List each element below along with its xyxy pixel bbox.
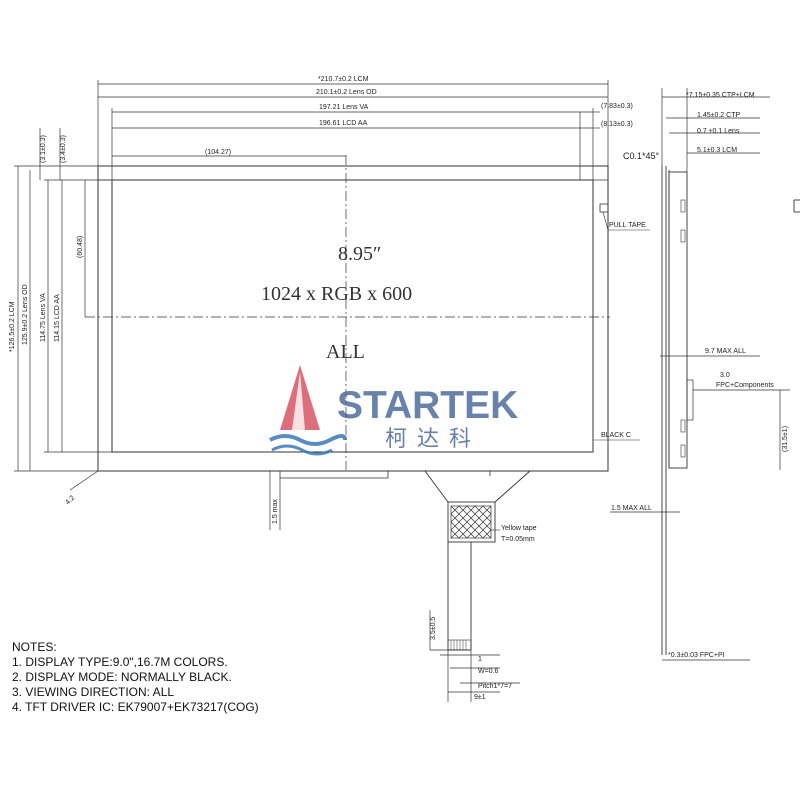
notes-title: NOTES: [12, 640, 57, 654]
note-item: 2. DISPLAY MODE: NORMALLY BLACK. [12, 670, 232, 684]
dim-chamfer: C0.1*45° [623, 151, 660, 161]
dim-pin-w: W=0.6 [478, 668, 499, 675]
dim-lens-va-height: 114.75 Lens VA [40, 293, 47, 342]
dim-va-offset: (7.83±0.3) [601, 103, 633, 110]
dim-lens-thickness: 0.7 ±0.1 Lens [697, 128, 740, 135]
dim-fpc-width: 9±1 [474, 694, 486, 701]
dim-center-y: (60.48) [77, 236, 84, 258]
side-dimension-lines [610, 88, 790, 661]
watermark-brand: STARTEK [337, 384, 518, 427]
dim-left-offset-a: (3.1±0.3) [40, 135, 47, 163]
dim-bottom-max: 1.5 max [272, 499, 279, 524]
dim-pin-1: 1 [478, 656, 482, 663]
dim-left-offset-b: (3.4±0.3) [60, 135, 67, 163]
front-view [85, 155, 610, 479]
callout-pull-tape: PULL TAPE [609, 222, 646, 229]
dim-aa-offset: (8.13±0.3) [601, 121, 633, 128]
left-dimension-lines [14, 128, 112, 491]
note-item: 4. TFT DRIVER IC: EK79007+EK73217(COG) [12, 700, 259, 714]
dim-side-31-5: (31.5±1) [782, 426, 789, 452]
dim-lens-od-height: 125.9±0.2 Lens OD [22, 284, 29, 345]
callout-yellow-tape: Yellow tape [501, 525, 537, 532]
dim-lcm-width: *210.7±0.2 LCM [318, 76, 369, 83]
dim-lcm-thickness: 5.1±0.3 LCM [697, 147, 737, 154]
notes-block: NOTES: 1. DISPLAY TYPE:9.0",16.7M COLORS… [12, 640, 259, 715]
callout-yellow-tape-t: T=0.05mm [501, 536, 535, 543]
callout-black-c: BLACK C [601, 432, 631, 439]
yellow-tape-hatch [450, 505, 492, 539]
display-size: 8.95″ [338, 243, 381, 265]
note-item: 3. VIEWING DIRECTION: ALL [12, 685, 175, 699]
startek-watermark: STARTEK 柯达科 [269, 365, 518, 456]
dim-lcm-height: *126.5±0.2 LCM [9, 301, 16, 352]
lens-outline [97, 165, 609, 472]
viewing-direction: ALL [326, 341, 365, 363]
display-resolution: 1024 x RGB x 600 [261, 283, 412, 305]
dim-bottom-max-all: 1.5 MAX ALL [611, 505, 652, 512]
dim-lens-va-width: 197.21 Lens VA [319, 104, 369, 111]
dim-lcd-aa-width: 196.61 LCD AA [319, 120, 368, 127]
dim-lcd-aa-height: 114.15 LCD AA [54, 294, 61, 342]
dim-ctp-lcm-thickness: *7.15±0.35 CTP+LCM [686, 92, 755, 99]
leader-lines [491, 211, 650, 531]
dim-fpc-comp: FPC+Components [716, 382, 774, 389]
dim-corner: 4.2 [64, 495, 76, 507]
dim-fpc-comp-val: 3.0 [720, 372, 730, 379]
dim-fpc-pi: *0.3±0.03 FPC+PI [668, 652, 725, 659]
top-dimension-lines [97, 80, 609, 180]
dim-fpc-3-5: 3.5±0.5 [430, 617, 437, 640]
dim-max-all: 9.7 MAX ALL [705, 348, 746, 355]
dim-pitch: Pitch1*7=7 [478, 683, 512, 690]
watermark-chinese: 柯达科 [385, 427, 481, 452]
wave-logo-icon [269, 434, 347, 446]
bottom-dimension-lines [269, 471, 520, 702]
dim-lens-od-width: 210.1±0.2 Lens OD [316, 89, 377, 96]
dim-ctp-thickness: 1.45±0.2 CTP [697, 112, 740, 119]
dim-center-x: (104.27) [205, 149, 231, 156]
note-item: 1. DISPLAY TYPE:9.0",16.7M COLORS. [12, 655, 228, 669]
fpc-tail [424, 470, 531, 651]
side-view [661, 166, 800, 655]
